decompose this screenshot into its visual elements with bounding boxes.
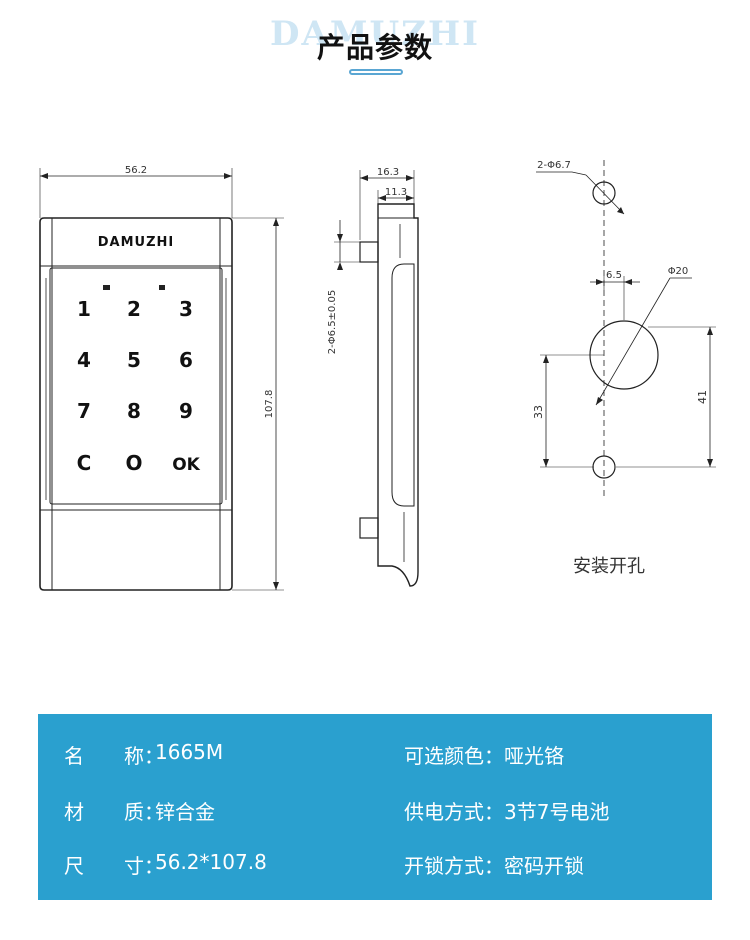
key-7: 7: [77, 399, 91, 423]
spec-value-size: 56.2*107.8: [155, 850, 267, 874]
battery-icon: [103, 285, 110, 290]
spec-label-power: 供电方式：: [404, 800, 504, 824]
spec-value-power: 3节7号电池: [504, 800, 610, 824]
key-8: 8: [127, 399, 141, 423]
front-height-dim: 107.8: [264, 390, 275, 419]
spec-label-name: 名 称：: [64, 744, 164, 768]
key-1: 1: [77, 297, 91, 321]
spec-row-name: 名 称： 1665M 可选颜色： 哑光铬: [38, 740, 712, 770]
key-c: C: [77, 451, 92, 475]
front-brand: DAMUZHI: [98, 235, 175, 250]
spec-label-color: 可选颜色：: [404, 744, 504, 768]
side-view: 16.3 11.3 2-Φ6.5±0.05: [327, 167, 419, 587]
small-hole-dim: 2-Φ6.7: [537, 160, 571, 171]
offset-dim: 6.5: [606, 270, 622, 281]
spec-value-unlock: 密码开锁: [504, 854, 584, 878]
key-5: 5: [127, 348, 141, 372]
key-ok: OK: [172, 455, 200, 475]
spec-value-color: 哑光铬: [504, 744, 564, 768]
key-9: 9: [179, 399, 193, 423]
spec-row-size: 尺 寸： 56.2*107.8 开锁方式： 密码开锁: [38, 850, 712, 880]
key-4: 4: [77, 348, 91, 372]
key-2: 2: [127, 297, 141, 321]
keypad: 1 2 3 4 5 6 7 8 9 C O OK: [77, 297, 201, 475]
key-o: O: [125, 451, 142, 475]
install-view: 2-Φ6.7 Φ20 6.5 33 41: [532, 160, 716, 500]
lock-icon: [159, 285, 165, 290]
spec-row-material: 材 质： 锌合金 供电方式： 3节7号电池: [38, 796, 712, 826]
side-depth-dim: 16.3: [377, 167, 399, 178]
front-status-icons: [103, 285, 165, 290]
technical-drawing: 56.2 107.8 DAMUZHI 1 2 3 4 5 6 7 8 9 C O…: [39, 160, 716, 591]
brand-watermark: DAMUZHI: [270, 14, 480, 54]
install-caption: 安装开孔: [573, 556, 645, 577]
spacing-dim: 33: [532, 405, 545, 419]
key-3: 3: [179, 297, 193, 321]
side-inner-dim: 11.3: [385, 187, 407, 198]
front-view: 56.2 107.8: [39, 165, 284, 591]
title-underline: [349, 69, 403, 75]
spec-label-unlock: 开锁方式：: [404, 854, 504, 878]
spec-value-material: 锌合金: [155, 800, 215, 824]
big-hole-dim: Φ20: [668, 266, 689, 277]
page-title: 产品参数: [316, 31, 433, 64]
spec-label-size: 尺 寸：: [64, 854, 164, 878]
spec-value-name: 1665M: [155, 740, 224, 764]
spec-panel: 名 称： 1665M 可选颜色： 哑光铬 材 质： 锌合金 供电方式： 3节7号…: [38, 714, 712, 900]
header: DAMUZHI 产品参数: [0, 0, 750, 90]
key-6: 6: [179, 348, 193, 372]
spec-label-material: 材 质：: [64, 800, 164, 824]
total-dim: 41: [696, 390, 709, 404]
front-width-dim: 56.2: [125, 165, 147, 176]
side-hole-dim: 2-Φ6.5±0.05: [327, 290, 338, 354]
